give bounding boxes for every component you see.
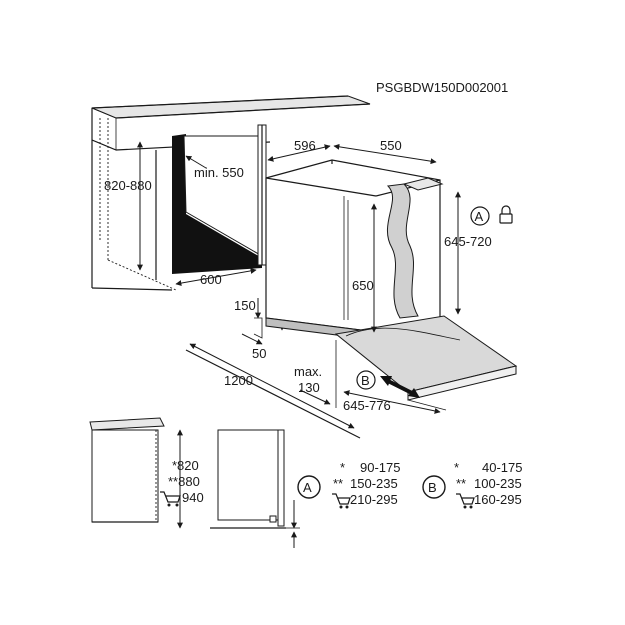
marker-b-label: B: [361, 373, 370, 388]
table-a-label: A: [303, 480, 312, 495]
shopping-cart-icon-a: [332, 493, 351, 509]
floor-line: [185, 349, 361, 439]
height-940: 940: [182, 490, 204, 505]
table-a-r2-mark: **: [333, 476, 343, 491]
dim-645-776: 645-776: [343, 398, 391, 413]
marker-a-label: A: [475, 209, 484, 224]
dim-1200: 1200: [224, 373, 253, 388]
dim-min-550: min. 550: [194, 165, 244, 180]
dim-596: 596: [294, 138, 316, 153]
table-b-r3-val: 160-295: [474, 492, 522, 507]
cabinet-outline-left: [91, 118, 177, 291]
side-cabinet: [89, 417, 165, 523]
table-a-circle: [297, 475, 321, 499]
height-820: *820: [172, 458, 199, 473]
table-b-r1-val: 40-175: [482, 460, 522, 475]
dim-550: 550: [380, 138, 402, 153]
marker-b-circle: [356, 370, 376, 390]
table-b-circle: [422, 475, 446, 499]
table-a-r1-val: 90-175: [360, 460, 400, 475]
dim-820-880: 820-880: [104, 178, 152, 193]
height-880: **880: [168, 474, 200, 489]
marker-a-circle: [470, 206, 490, 226]
product-code: PSGBDW150D002001: [376, 80, 508, 95]
table-b-label: B: [428, 480, 437, 495]
side-dishwasher: [210, 429, 286, 529]
table-b-r2-val: 100-235: [474, 476, 522, 491]
table-b-r2-mark: **: [456, 476, 466, 491]
wavy-door-panel: [386, 177, 444, 319]
dim-650: 650: [352, 278, 374, 293]
table-b-r1-mark: *: [454, 460, 459, 475]
lock-icon: [499, 205, 513, 224]
table-a-r3-val: 210-295: [350, 492, 398, 507]
dim-645-720: 645-720: [444, 234, 492, 249]
niche-side-panel: [172, 134, 262, 274]
shopping-cart-icon-b: [456, 493, 475, 509]
dim-600: 600: [200, 272, 222, 287]
shopping-cart-icon: [160, 491, 181, 507]
dim-max: max.: [294, 364, 322, 379]
dim-50: 50: [252, 346, 266, 361]
table-a-r2-val: 150-235: [350, 476, 398, 491]
table-a-r1-mark: *: [340, 460, 345, 475]
dim-130: 130: [298, 380, 320, 395]
dim-150: 150: [234, 298, 256, 313]
